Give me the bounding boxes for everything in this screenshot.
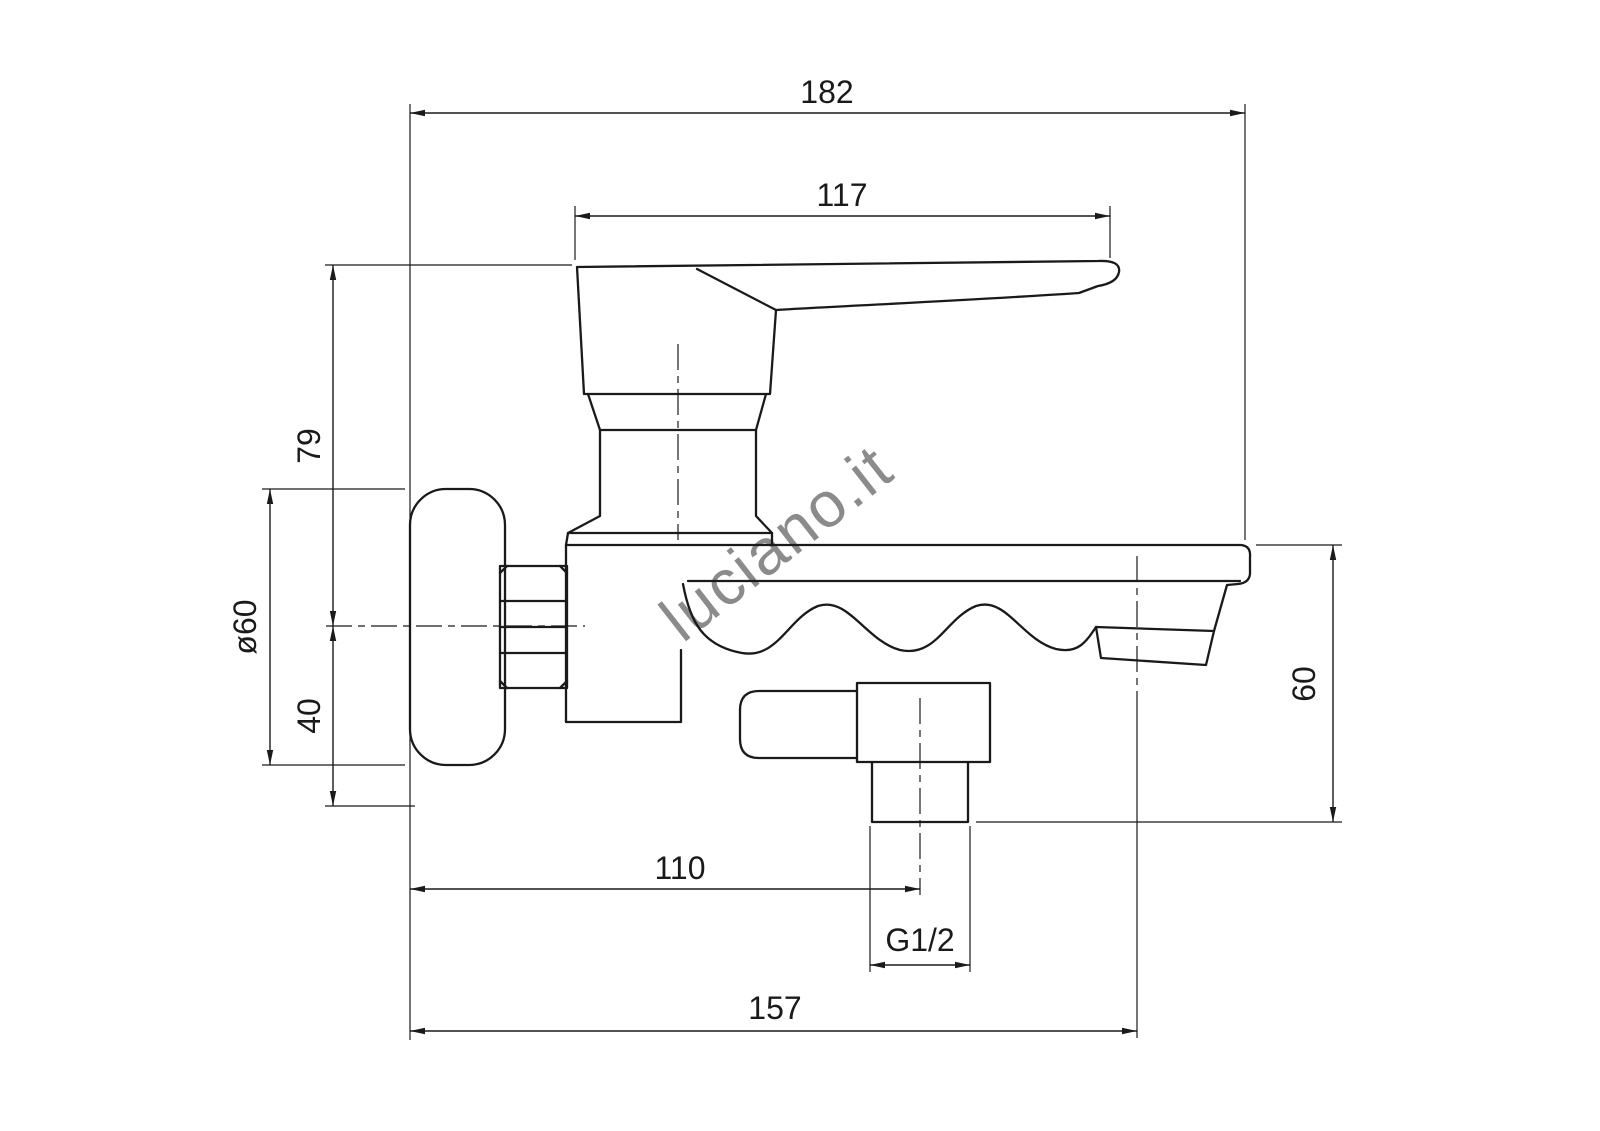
centerlines: [326, 344, 1138, 895]
neck-left-edge: [566, 392, 602, 535]
dim-label-dia60: ø60: [227, 599, 263, 654]
spout-top-outline: [564, 543, 1252, 633]
dimension-lines: [266, 109, 1337, 1035]
wall-flange-outline: [408, 487, 507, 767]
extension-lines: [262, 104, 1342, 1040]
dim-label-157: 157: [748, 990, 801, 1026]
outlet-block-outline: [855, 681, 992, 764]
aerator-outline: [1094, 625, 1216, 667]
hex-nut-facet-lines: [498, 564, 569, 690]
dim-label-110: 110: [654, 850, 705, 886]
dim-label-60: 60: [1286, 666, 1322, 702]
lever-leading-edge-line: [695, 267, 778, 312]
neck-right-edge: [754, 392, 774, 535]
dim-label-40: 40: [291, 698, 327, 734]
faucet-outline: [408, 259, 1252, 824]
dim-label-79: 79: [291, 428, 327, 464]
dimension-labels: 182 117 79 ø60 40 60 110 G1/2 157: [227, 74, 1322, 1026]
spout-underside-scallops: [681, 582, 1098, 655]
dim-label-117: 117: [816, 177, 867, 213]
lever-handle-outline: [575, 259, 1121, 396]
hex-nut-outline: [498, 564, 569, 690]
diverter-knob-outline: [738, 689, 859, 760]
dim-label-182: 182: [800, 74, 853, 110]
dim-label-g12: G1/2: [885, 922, 954, 958]
body-step-top: [564, 531, 774, 547]
body-block-outline: [564, 543, 683, 724]
watermark-text: luciano.it: [647, 430, 906, 655]
